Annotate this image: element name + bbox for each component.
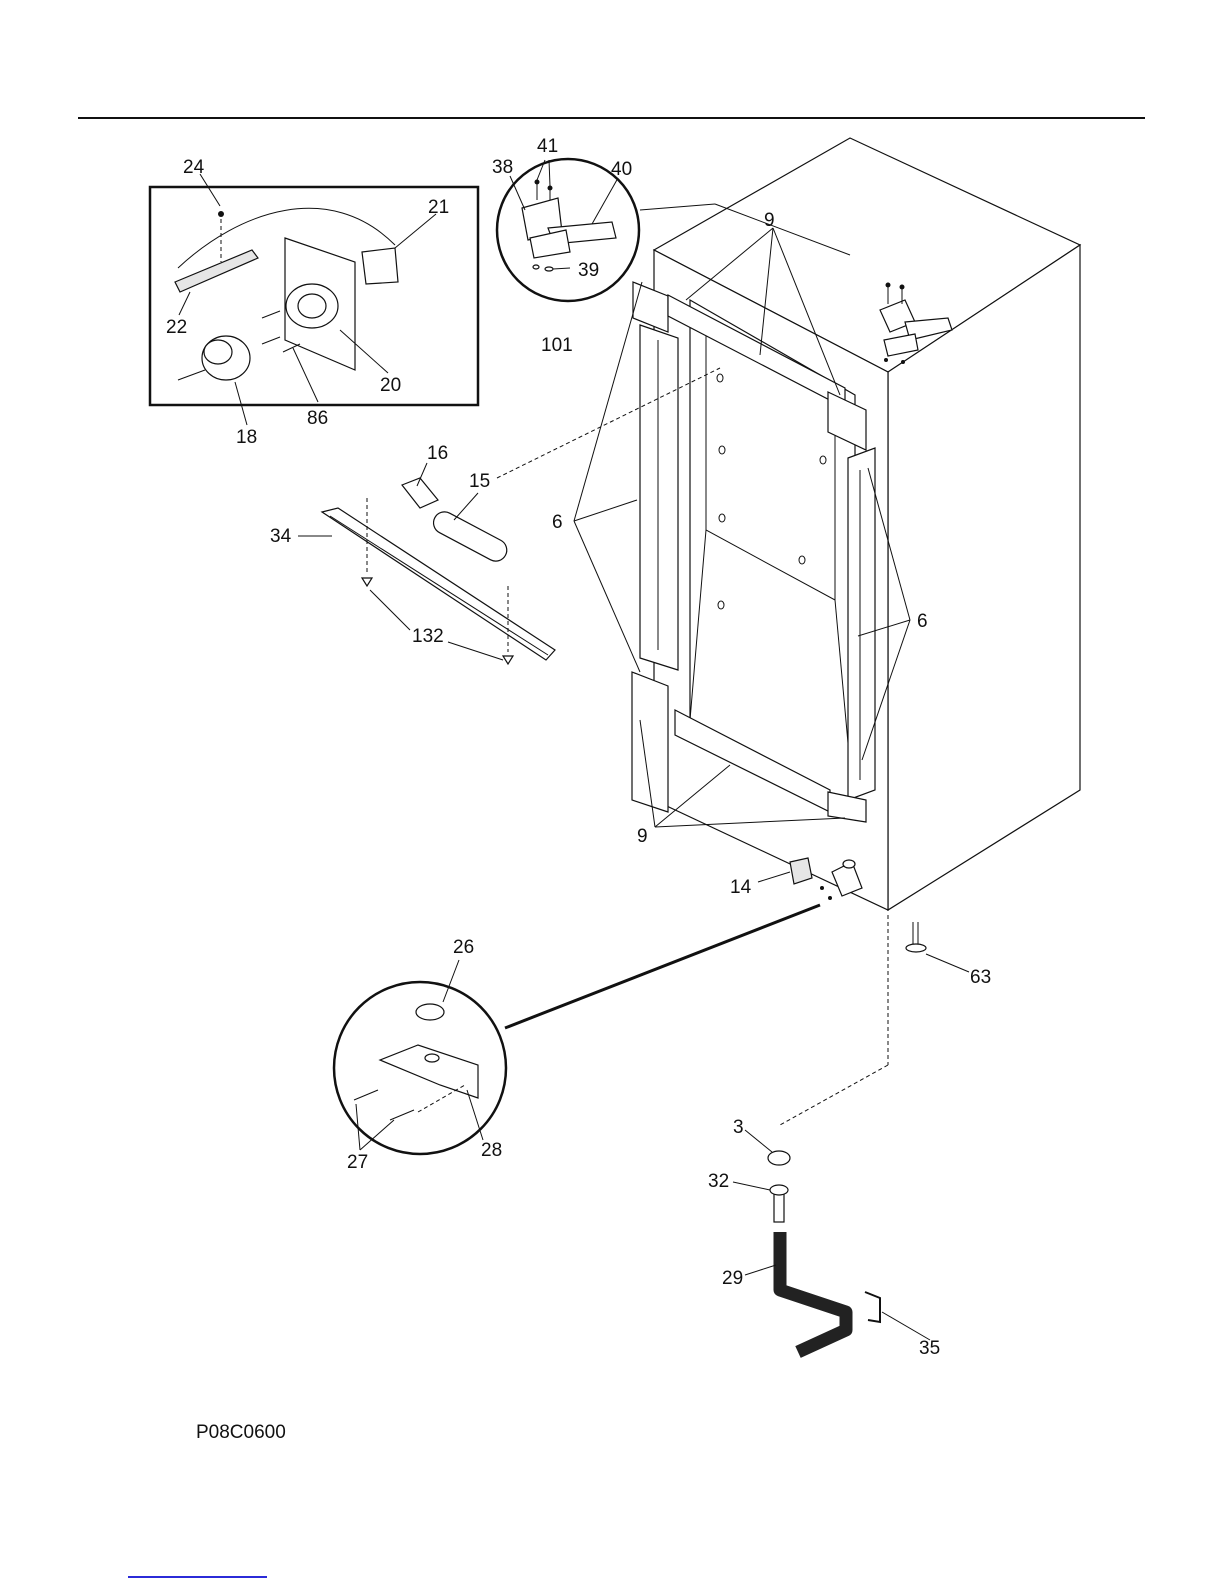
bottom-hinge-detail bbox=[334, 905, 820, 1154]
label-9-bottom: 9 bbox=[637, 826, 648, 847]
label-40: 40 bbox=[611, 159, 632, 180]
label-38: 38 bbox=[492, 157, 513, 178]
footer-link-underline[interactable] bbox=[128, 1576, 267, 1578]
label-132: 132 bbox=[412, 626, 444, 647]
label-39: 39 bbox=[578, 260, 599, 281]
label-32: 32 bbox=[708, 1171, 729, 1192]
label-86: 86 bbox=[307, 408, 328, 429]
label-27: 27 bbox=[347, 1152, 368, 1173]
label-34: 34 bbox=[270, 526, 292, 547]
label-20: 20 bbox=[380, 375, 401, 396]
label-26: 26 bbox=[453, 937, 474, 958]
label-9-top: 9 bbox=[764, 210, 775, 231]
label-6-right: 6 bbox=[917, 611, 928, 632]
label-18: 18 bbox=[236, 427, 257, 448]
label-35: 35 bbox=[919, 1338, 940, 1359]
handle-assembly bbox=[768, 1151, 880, 1352]
label-41: 41 bbox=[537, 136, 558, 157]
label-24: 24 bbox=[183, 157, 205, 178]
label-22: 22 bbox=[166, 317, 187, 338]
label-3: 3 bbox=[733, 1117, 744, 1138]
drawing-code: P08C0600 bbox=[196, 1422, 286, 1444]
label-15: 15 bbox=[469, 471, 490, 492]
label-16: 16 bbox=[427, 443, 448, 464]
label-29: 29 bbox=[722, 1268, 743, 1289]
label-6-left: 6 bbox=[552, 512, 563, 533]
label-14: 14 bbox=[730, 877, 752, 898]
label-28: 28 bbox=[481, 1140, 502, 1161]
label-21: 21 bbox=[428, 197, 449, 218]
label-101: 101 bbox=[541, 335, 573, 356]
label-63: 63 bbox=[970, 967, 991, 988]
leveling-leg bbox=[780, 915, 926, 1125]
